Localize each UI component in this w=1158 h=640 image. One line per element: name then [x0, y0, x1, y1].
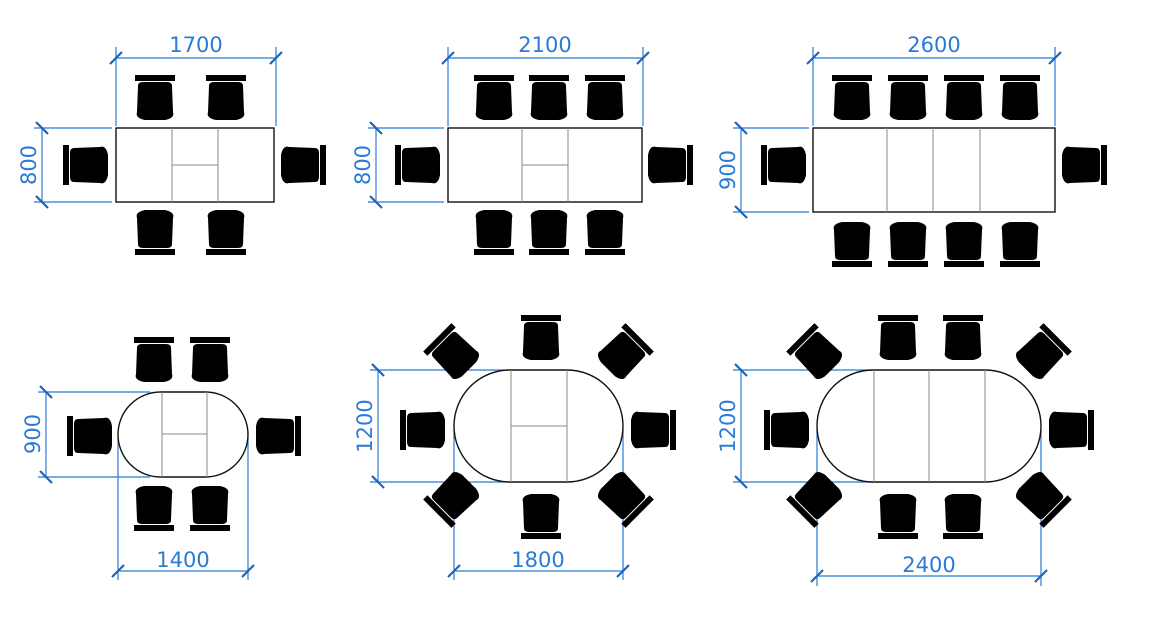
chair-icon [944, 75, 984, 120]
chair-icon [593, 323, 654, 384]
chair-icon [67, 416, 112, 456]
chair-icon [256, 416, 301, 456]
table-2600x900: 2600 900 [716, 33, 1107, 267]
rect-table-top [812, 127, 1056, 213]
chair-icon [395, 145, 440, 185]
chair-icon [521, 494, 561, 539]
chair-icon [206, 210, 246, 255]
chair-icon [1011, 323, 1072, 384]
chair-icon [474, 75, 514, 120]
chair-icon [1062, 145, 1107, 185]
width-label-2400: 2400 [902, 553, 955, 577]
chair-icon [631, 410, 676, 450]
table-2400x1200-oval: 2400 1200 [716, 315, 1094, 586]
chair-icon [1000, 222, 1040, 267]
depth-label-900b: 900 [21, 414, 45, 454]
width-label-1700: 1700 [169, 33, 222, 57]
chair-icon [786, 323, 847, 384]
chair-icon [888, 75, 928, 120]
chair-icon [585, 210, 625, 255]
depth-label-800b: 800 [351, 145, 375, 185]
chair-icon [648, 145, 693, 185]
chair-icon [281, 145, 326, 185]
table-2100x800: 2100 800 [351, 33, 693, 255]
chair-icon [400, 410, 445, 450]
chair-icon [1000, 75, 1040, 120]
table-1700x800: 1700 800 [17, 33, 326, 255]
chair-icon [786, 467, 847, 528]
chair-icon [888, 222, 928, 267]
chair-icon [63, 145, 108, 185]
depth-label-900: 900 [716, 150, 740, 190]
chair-icon [206, 75, 246, 120]
chair-icon [423, 323, 484, 384]
depth-label-1200b: 1200 [716, 399, 740, 452]
chair-icon [593, 467, 654, 528]
chair-icon [943, 494, 983, 539]
chair-icon [761, 145, 806, 185]
chair-icon [1049, 410, 1094, 450]
width-label-1400: 1400 [156, 548, 209, 572]
chair-icon [135, 75, 175, 120]
width-label-1800: 1800 [511, 548, 564, 572]
chair-icon [878, 494, 918, 539]
chair-icon [474, 210, 514, 255]
chair-icon [529, 75, 569, 120]
chair-icon [134, 486, 174, 531]
chair-icon [878, 315, 918, 360]
depth-label-1200: 1200 [353, 399, 377, 452]
chair-icon [832, 222, 872, 267]
width-label-2600: 2600 [907, 33, 960, 57]
chair-icon [944, 222, 984, 267]
chair-icon [764, 410, 809, 450]
chair-icon [521, 315, 561, 360]
table-1400x900-oval: 1400 900 [21, 337, 301, 580]
chair-icon [1011, 467, 1072, 528]
chair-icon [423, 467, 484, 528]
width-label-2100: 2100 [518, 33, 571, 57]
chair-icon [190, 337, 230, 382]
chair-icon [832, 75, 872, 120]
depth-label-800: 800 [17, 145, 41, 185]
table-1800x1200-oval: 1800 1200 [353, 315, 676, 580]
chair-icon [190, 486, 230, 531]
chair-icon [529, 210, 569, 255]
chair-icon [134, 337, 174, 382]
chair-icon [943, 315, 983, 360]
chair-icon [135, 210, 175, 255]
chair-icon [585, 75, 625, 120]
